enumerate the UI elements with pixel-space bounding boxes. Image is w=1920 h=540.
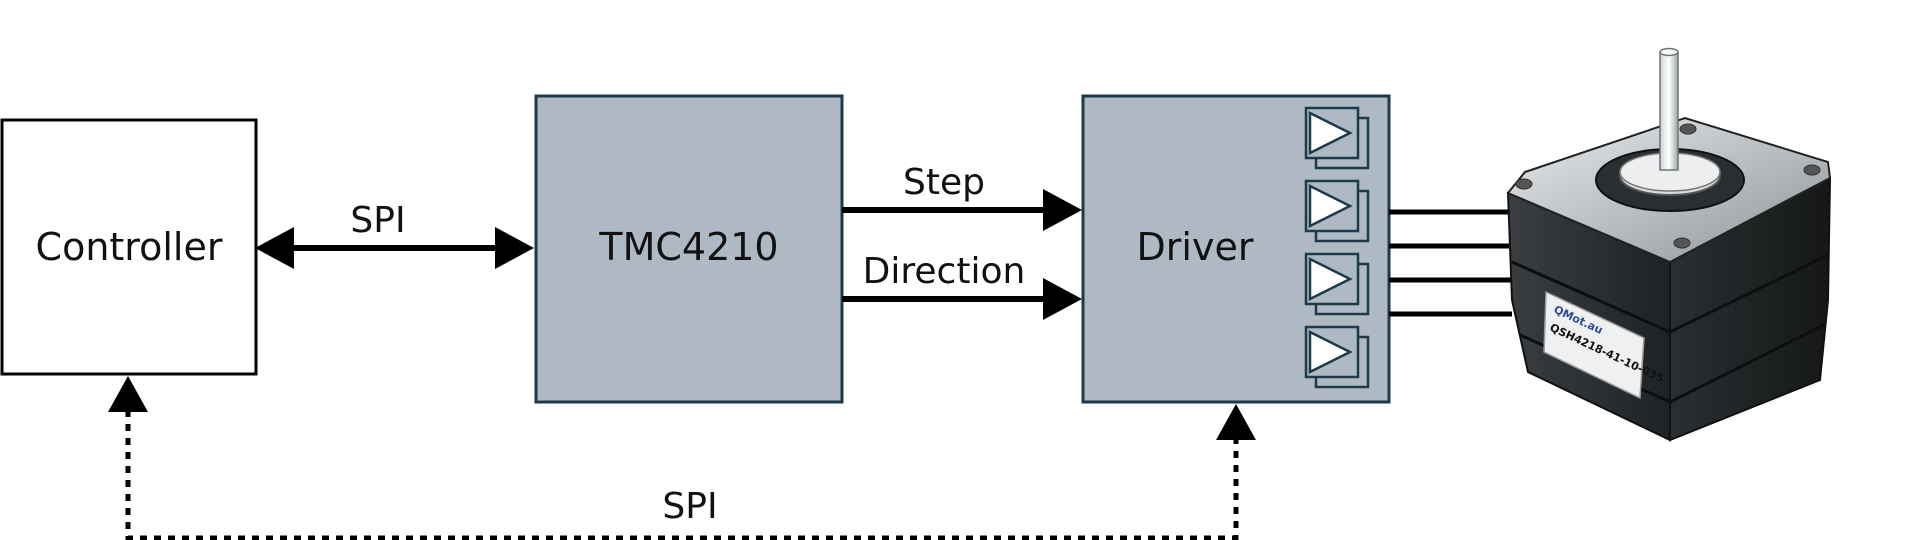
- driver-label: Driver: [1137, 225, 1254, 269]
- driver-block: Driver: [1081, 94, 1391, 404]
- step-signal: Step: [842, 162, 1082, 231]
- spi-link-bottom: SPI: [108, 376, 1256, 540]
- controller-block: Controller: [0, 118, 258, 376]
- direction-label: Direction: [863, 251, 1026, 292]
- spi-top-label: SPI: [350, 200, 405, 241]
- spi-bottom-label: SPI: [662, 486, 717, 527]
- controller-label: Controller: [36, 225, 223, 269]
- motor-phase-wires: [1389, 209, 1512, 317]
- tmc4210-label: TMC4210: [598, 225, 778, 269]
- spi-link-top: SPI: [255, 200, 534, 269]
- step-label: Step: [903, 162, 985, 203]
- direction-signal: Direction: [842, 251, 1082, 320]
- driver-output-stage-4: [1304, 325, 1370, 389]
- tmc4210-block: TMC4210: [534, 94, 844, 404]
- stepper-motor: QMot.au QSH4218-41-10-035: [1506, 47, 1832, 442]
- driver-output-stage-3: [1304, 252, 1370, 316]
- driver-output-stage-2: [1304, 179, 1370, 243]
- driver-output-stage-1: [1304, 106, 1370, 170]
